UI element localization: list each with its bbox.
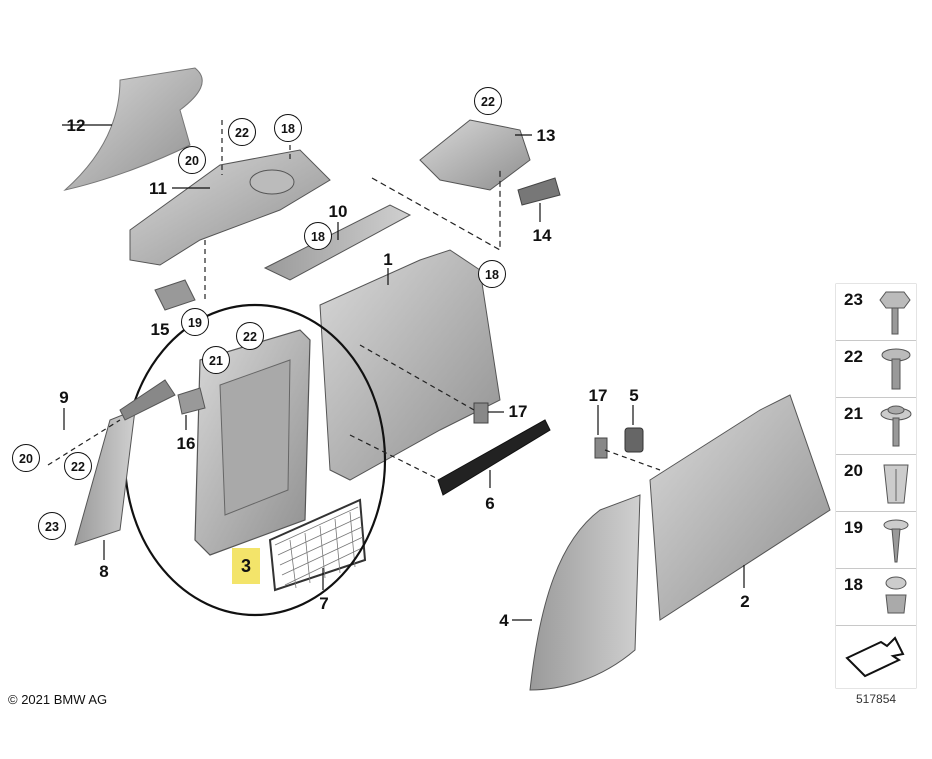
circled-22: 22 bbox=[474, 87, 502, 115]
part-16-bracket bbox=[177, 387, 206, 415]
callout-11: 11 bbox=[149, 179, 167, 198]
callout-3-highlighted: 3 bbox=[232, 548, 260, 584]
washer-screw-icon bbox=[880, 405, 912, 447]
circled-19: 19 bbox=[181, 308, 209, 336]
part-1-trim-panel bbox=[319, 249, 501, 481]
legend-item: 19 bbox=[836, 512, 916, 569]
part-12-trim bbox=[63, 67, 203, 191]
hex-bolt-icon bbox=[879, 291, 911, 335]
fastener-legend: 23 22 21 20 bbox=[836, 284, 916, 688]
callout-12: 12 bbox=[66, 116, 86, 135]
circled-21: 21 bbox=[202, 346, 230, 374]
circled-23: 23 bbox=[38, 512, 66, 540]
callout-13: 13 bbox=[536, 126, 556, 145]
part-13-bracket bbox=[419, 119, 531, 191]
circled-20: 20 bbox=[178, 146, 206, 174]
circled-18: 18 bbox=[274, 114, 302, 142]
part-17-clip bbox=[473, 402, 489, 424]
part-4-trim bbox=[529, 494, 641, 691]
part-15-clip bbox=[154, 279, 196, 311]
callout-8: 8 bbox=[99, 562, 109, 581]
part-6-strip bbox=[437, 419, 551, 496]
self-tapping-screw-icon bbox=[883, 519, 909, 563]
callout-17b: 17 bbox=[588, 386, 608, 405]
legend-footer bbox=[836, 626, 916, 688]
legend-item: 23 bbox=[836, 284, 916, 341]
callout-17: 17 bbox=[508, 402, 528, 421]
part-17b-clip bbox=[594, 437, 608, 459]
callout-4: 4 bbox=[499, 611, 509, 630]
callout-9: 9 bbox=[59, 388, 69, 407]
circled-18: 18 bbox=[304, 222, 332, 250]
part-7-net bbox=[268, 498, 367, 592]
flange-screw-icon bbox=[881, 348, 911, 390]
part-14-cover bbox=[517, 177, 561, 206]
callout-7: 7 bbox=[319, 594, 329, 613]
expanding-nut-icon bbox=[883, 464, 909, 504]
part-10-rail bbox=[263, 204, 412, 281]
callout-6: 6 bbox=[485, 494, 495, 513]
part-11-bracket bbox=[129, 149, 331, 266]
push-clip-icon bbox=[885, 576, 907, 614]
circled-22: 22 bbox=[228, 118, 256, 146]
copyright: © 2021 BMW AG bbox=[8, 692, 108, 707]
legend-number: 23 bbox=[844, 290, 863, 309]
legend-number: 19 bbox=[844, 518, 863, 537]
legend-number: 18 bbox=[844, 575, 863, 594]
legend-item: 21 bbox=[836, 398, 916, 455]
circled-22: 22 bbox=[236, 322, 264, 350]
legend-number: 22 bbox=[844, 347, 863, 366]
arrow-icon bbox=[845, 636, 905, 678]
callout-16: 16 bbox=[176, 434, 196, 453]
callout-1: 1 bbox=[383, 250, 393, 269]
part-2-trim-panel bbox=[649, 394, 831, 621]
callout-10: 10 bbox=[328, 202, 348, 221]
callout-2: 2 bbox=[740, 592, 750, 611]
callout-14: 14 bbox=[532, 226, 552, 245]
legend-number: 21 bbox=[844, 404, 863, 423]
part-5-cover bbox=[624, 427, 644, 453]
legend-number: 20 bbox=[844, 461, 863, 480]
image-number: 517854 bbox=[856, 692, 897, 706]
legend-item: 20 bbox=[836, 455, 916, 512]
callout-15: 15 bbox=[150, 320, 170, 339]
circled-20: 20 bbox=[12, 444, 40, 472]
circled-18: 18 bbox=[478, 260, 506, 288]
circled-22: 22 bbox=[64, 452, 92, 480]
callout-5: 5 bbox=[629, 386, 639, 405]
legend-item: 22 bbox=[836, 341, 916, 398]
legend-item: 18 bbox=[836, 569, 916, 626]
